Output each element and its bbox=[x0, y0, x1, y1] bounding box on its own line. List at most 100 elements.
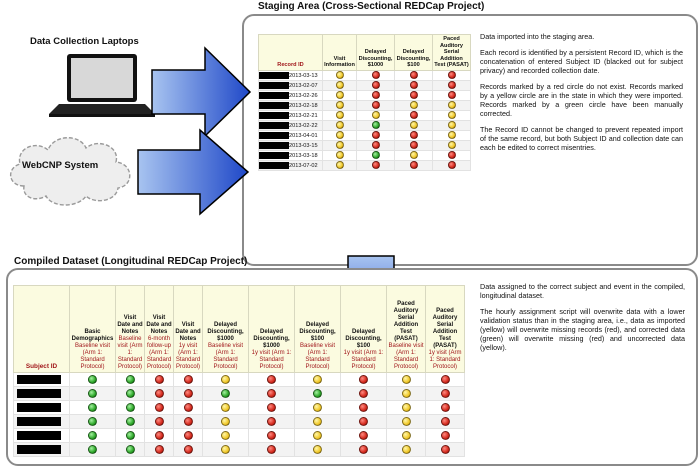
status-circle-icon[interactable] bbox=[183, 375, 193, 384]
dd1000-header[interactable]: Delayed Discounting, $1000 bbox=[356, 34, 395, 71]
status-circle-icon[interactable] bbox=[440, 375, 450, 384]
status-cell[interactable] bbox=[386, 442, 426, 457]
staging-row[interactable]: 2013-02-21 bbox=[258, 109, 471, 121]
status-circle-icon[interactable] bbox=[335, 151, 344, 160]
record-id-header[interactable]: Record ID bbox=[258, 34, 323, 71]
staging-row[interactable]: 2013-07-02 bbox=[258, 159, 471, 171]
status-cell[interactable] bbox=[248, 372, 295, 387]
status-cell[interactable] bbox=[340, 386, 387, 401]
status-cell[interactable] bbox=[340, 414, 387, 429]
staging-row[interactable]: 2013-02-18 bbox=[258, 99, 471, 111]
status-circle-icon[interactable] bbox=[335, 121, 344, 130]
status-cell[interactable] bbox=[173, 414, 203, 429]
status-cell[interactable] bbox=[248, 428, 295, 443]
status-cell[interactable] bbox=[115, 442, 145, 457]
status-cell[interactable] bbox=[173, 442, 203, 457]
status-cell[interactable] bbox=[425, 428, 465, 443]
status-cell[interactable] bbox=[386, 372, 426, 387]
status-cell[interactable] bbox=[248, 442, 295, 457]
status-circle-icon[interactable] bbox=[313, 375, 322, 384]
status-circle-icon[interactable] bbox=[409, 101, 418, 110]
compiled-row[interactable] bbox=[13, 414, 465, 429]
status-cell[interactable] bbox=[386, 400, 426, 415]
status-cell[interactable] bbox=[294, 414, 341, 429]
status-circle-icon[interactable] bbox=[440, 445, 450, 454]
status-circle-icon[interactable] bbox=[371, 91, 380, 100]
status-circle-icon[interactable] bbox=[409, 131, 418, 140]
status-circle-icon[interactable] bbox=[440, 389, 450, 398]
status-cell[interactable] bbox=[202, 372, 249, 387]
status-circle-icon[interactable] bbox=[154, 431, 164, 440]
status-circle-icon[interactable] bbox=[409, 91, 418, 100]
status-circle-icon[interactable] bbox=[313, 417, 322, 426]
subject-id-header[interactable]: Subject ID bbox=[13, 285, 70, 373]
status-circle-icon[interactable] bbox=[401, 375, 411, 384]
status-cell[interactable] bbox=[425, 386, 465, 401]
status-cell[interactable] bbox=[144, 414, 174, 429]
subject-id-cell[interactable] bbox=[13, 442, 70, 457]
staging-row[interactable]: 2013-03-15 bbox=[258, 139, 471, 151]
status-circle-icon[interactable] bbox=[335, 101, 344, 110]
status-cell[interactable] bbox=[294, 442, 341, 457]
status-circle-icon[interactable] bbox=[371, 101, 380, 110]
status-cell[interactable] bbox=[115, 400, 145, 415]
status-circle-icon[interactable] bbox=[359, 375, 368, 384]
status-circle-icon[interactable] bbox=[221, 403, 230, 412]
status-circle-icon[interactable] bbox=[359, 403, 368, 412]
status-cell[interactable] bbox=[173, 400, 203, 415]
status-circle-icon[interactable] bbox=[401, 417, 411, 426]
status-circle-icon[interactable] bbox=[267, 431, 276, 440]
status-circle-icon[interactable] bbox=[125, 375, 135, 384]
status-cell[interactable] bbox=[69, 414, 116, 429]
compiled-row[interactable] bbox=[13, 400, 465, 415]
status-cell[interactable] bbox=[144, 428, 174, 443]
status-cell[interactable] bbox=[173, 428, 203, 443]
visit-info-header[interactable]: Visit Information bbox=[322, 34, 357, 71]
status-circle-icon[interactable] bbox=[409, 81, 418, 90]
status-cell[interactable] bbox=[69, 372, 116, 387]
instrument-event-header[interactable]: Paced Auditory Serial Addition Test (PAS… bbox=[425, 285, 465, 373]
status-circle-icon[interactable] bbox=[267, 417, 276, 426]
status-circle-icon[interactable] bbox=[371, 121, 380, 130]
status-circle-icon[interactable] bbox=[125, 431, 135, 440]
status-cell[interactable] bbox=[425, 372, 465, 387]
status-circle-icon[interactable] bbox=[440, 431, 450, 440]
status-cell[interactable] bbox=[248, 386, 295, 401]
status-circle-icon[interactable] bbox=[183, 417, 193, 426]
status-circle-icon[interactable] bbox=[221, 389, 230, 398]
status-circle-icon[interactable] bbox=[359, 417, 368, 426]
status-cell[interactable] bbox=[115, 372, 145, 387]
status-circle-icon[interactable] bbox=[221, 417, 230, 426]
status-circle-icon[interactable] bbox=[359, 431, 368, 440]
status-circle-icon[interactable] bbox=[335, 71, 344, 80]
status-cell[interactable] bbox=[144, 442, 174, 457]
status-cell[interactable] bbox=[69, 386, 116, 401]
status-circle-icon[interactable] bbox=[88, 389, 97, 398]
status-circle-icon[interactable] bbox=[401, 403, 411, 412]
status-cell[interactable] bbox=[294, 386, 341, 401]
status-circle-icon[interactable] bbox=[447, 161, 456, 170]
status-circle-icon[interactable] bbox=[267, 375, 276, 384]
status-cell[interactable] bbox=[425, 414, 465, 429]
instrument-event-header[interactable]: Paced Auditory Serial Addition Test (PAS… bbox=[386, 285, 426, 373]
status-cell[interactable] bbox=[340, 442, 387, 457]
status-circle-icon[interactable] bbox=[409, 71, 418, 80]
status-cell[interactable] bbox=[144, 400, 174, 415]
status-circle-icon[interactable] bbox=[183, 389, 193, 398]
status-circle-icon[interactable] bbox=[371, 71, 380, 80]
status-circle-icon[interactable] bbox=[371, 131, 380, 140]
status-circle-icon[interactable] bbox=[409, 121, 418, 130]
status-cell[interactable] bbox=[425, 400, 465, 415]
status-circle-icon[interactable] bbox=[447, 151, 456, 160]
status-circle-icon[interactable] bbox=[409, 141, 418, 150]
staging-row[interactable]: 2013-02-26 bbox=[258, 89, 471, 101]
status-circle-icon[interactable] bbox=[267, 403, 276, 412]
status-cell[interactable] bbox=[144, 386, 174, 401]
status-circle-icon[interactable] bbox=[440, 417, 450, 426]
status-cell[interactable] bbox=[340, 372, 387, 387]
status-circle-icon[interactable] bbox=[335, 131, 344, 140]
status-cell[interactable] bbox=[294, 400, 341, 415]
subject-id-cell[interactable] bbox=[13, 414, 70, 429]
status-circle-icon[interactable] bbox=[154, 389, 164, 398]
